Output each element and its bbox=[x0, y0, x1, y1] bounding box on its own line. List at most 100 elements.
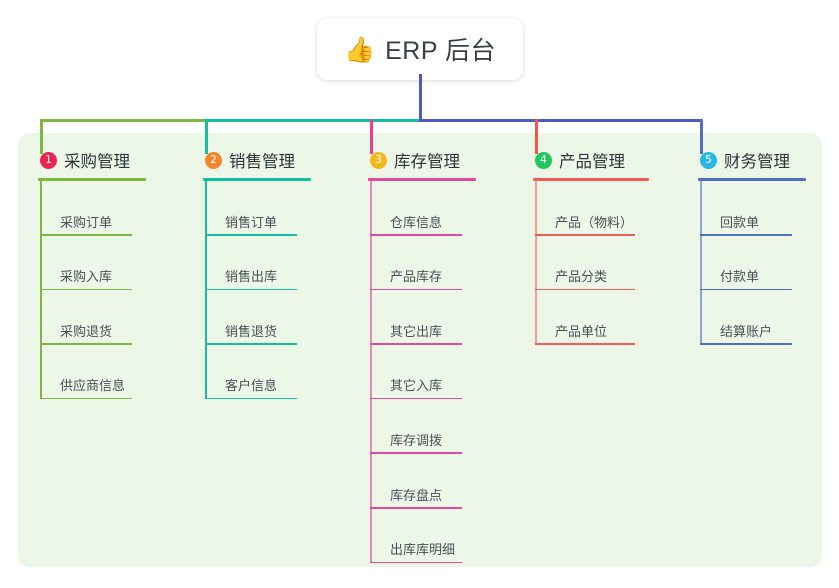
branch-item-label: 结算账户 bbox=[720, 323, 773, 339]
branch-item[interactable]: 仓库信息 bbox=[368, 181, 476, 236]
branch-item-label: 销售退货 bbox=[225, 323, 278, 339]
branch-item[interactable]: 采购入库 bbox=[38, 235, 146, 291]
item-stem-line bbox=[535, 235, 537, 291]
item-stem-line bbox=[700, 235, 702, 291]
branch-item[interactable]: 产品（物料） bbox=[533, 181, 649, 236]
branch-item-list: 回款单付款单结算账户 bbox=[698, 181, 806, 345]
item-stem-line bbox=[370, 453, 372, 509]
item-stem-line bbox=[40, 290, 42, 345]
trunk-line bbox=[419, 74, 423, 119]
branch-item-label: 采购入库 bbox=[60, 269, 113, 285]
branch-item-label: 库存调拨 bbox=[390, 432, 443, 448]
branch-item-label: 仓库信息 bbox=[390, 214, 443, 230]
item-stem-line bbox=[205, 181, 207, 236]
branch-item-label: 其它出库 bbox=[390, 323, 443, 339]
drop-line-3 bbox=[370, 119, 374, 154]
item-underline bbox=[370, 397, 462, 400]
branch-item-list: 采购订单采购入库采购退货供应商信息 bbox=[38, 181, 146, 400]
branch-title: 采购管理 bbox=[64, 153, 130, 171]
item-underline bbox=[40, 234, 132, 236]
bus-segment-1 bbox=[40, 119, 209, 123]
item-stem-line bbox=[700, 181, 702, 236]
branch-item[interactable]: 出库库明细 bbox=[368, 508, 476, 564]
drop-line-2 bbox=[205, 119, 209, 154]
branch-item-label: 采购退货 bbox=[60, 323, 113, 339]
branch-title: 财务管理 bbox=[724, 153, 790, 171]
branch-item[interactable]: 采购订单 bbox=[38, 181, 146, 236]
branch-title: 销售管理 bbox=[229, 153, 295, 171]
branch-item[interactable]: 库存盘点 bbox=[368, 453, 476, 509]
branch-item[interactable]: 销售出库 bbox=[203, 235, 311, 291]
branch-item[interactable]: 销售订单 bbox=[203, 181, 311, 236]
branch-item-label: 产品单位 bbox=[555, 323, 608, 339]
branch-underline bbox=[203, 178, 311, 181]
branch-item[interactable]: 产品单位 bbox=[533, 290, 649, 345]
item-underline bbox=[700, 288, 792, 291]
item-underline bbox=[370, 506, 462, 509]
branch-item-label: 库存盘点 bbox=[390, 487, 443, 503]
item-underline bbox=[370, 234, 462, 236]
item-underline bbox=[370, 343, 462, 345]
branch-item-label: 销售出库 bbox=[225, 269, 278, 285]
branch-item-label: 出库库明细 bbox=[390, 542, 456, 558]
item-underline bbox=[370, 561, 462, 564]
branch-item-label: 其它入库 bbox=[390, 378, 443, 394]
drop-line-1 bbox=[40, 119, 44, 154]
branch-item-label: 供应商信息 bbox=[60, 378, 126, 394]
branch-item[interactable]: 库存调拨 bbox=[368, 399, 476, 454]
item-stem-line bbox=[370, 399, 372, 454]
item-stem-line bbox=[205, 344, 207, 400]
drop-line-4 bbox=[535, 119, 539, 154]
branch-item[interactable]: 付款单 bbox=[698, 235, 806, 291]
branch-item[interactable]: 供应商信息 bbox=[38, 344, 146, 400]
item-underline bbox=[205, 288, 297, 291]
branch-underline bbox=[698, 178, 806, 181]
item-underline bbox=[205, 343, 297, 345]
branch-item[interactable]: 其它出库 bbox=[368, 290, 476, 345]
bus-segment-2 bbox=[205, 119, 423, 123]
item-stem-line bbox=[700, 290, 702, 345]
branch-item[interactable]: 回款单 bbox=[698, 181, 806, 236]
item-underline bbox=[370, 452, 462, 454]
branch-item[interactable]: 其它入库 bbox=[368, 344, 476, 400]
item-stem-line bbox=[535, 181, 537, 236]
branch-underline bbox=[533, 178, 649, 181]
branch-item[interactable]: 产品分类 bbox=[533, 235, 649, 291]
branch-header-2[interactable]: 2 销售管理 bbox=[203, 142, 311, 178]
branch-item-label: 客户信息 bbox=[225, 378, 278, 394]
branch-number-badge: 3 bbox=[370, 151, 387, 169]
item-stem-line bbox=[370, 344, 372, 400]
branch-item[interactable]: 采购退货 bbox=[38, 290, 146, 345]
item-underline bbox=[700, 234, 792, 236]
branch-number-badge: 4 bbox=[535, 151, 552, 169]
item-stem-line bbox=[205, 235, 207, 291]
branch-item-label: 产品分类 bbox=[555, 269, 608, 285]
branch-item[interactable]: 销售退货 bbox=[203, 290, 311, 345]
root-node[interactable]: 👍 ERP 后台 bbox=[317, 18, 523, 80]
branch-item-label: 产品库存 bbox=[390, 269, 443, 285]
branch-item[interactable]: 结算账户 bbox=[698, 290, 806, 345]
item-underline bbox=[40, 397, 132, 400]
thumbs-up-icon: 👍 bbox=[343, 34, 376, 64]
item-stem-line bbox=[535, 290, 537, 345]
branch-item[interactable]: 客户信息 bbox=[203, 344, 311, 400]
item-stem-line bbox=[370, 290, 372, 345]
drop-line-5 bbox=[700, 119, 704, 154]
branch-underline bbox=[38, 178, 146, 181]
item-stem-line bbox=[205, 290, 207, 345]
item-underline bbox=[40, 343, 132, 345]
branch-number-badge: 2 bbox=[205, 151, 222, 169]
branch-item-label: 付款单 bbox=[720, 269, 760, 285]
item-underline bbox=[535, 234, 635, 236]
branch-item[interactable]: 产品库存 bbox=[368, 235, 476, 291]
branch-column-2: 2 销售管理销售订单销售出库销售退货客户信息 bbox=[203, 142, 311, 400]
branch-item-list: 仓库信息产品库存其它出库其它入库库存调拨库存盘点出库库明细 bbox=[368, 181, 476, 564]
root-node-title: ERP 后台 bbox=[385, 37, 497, 65]
